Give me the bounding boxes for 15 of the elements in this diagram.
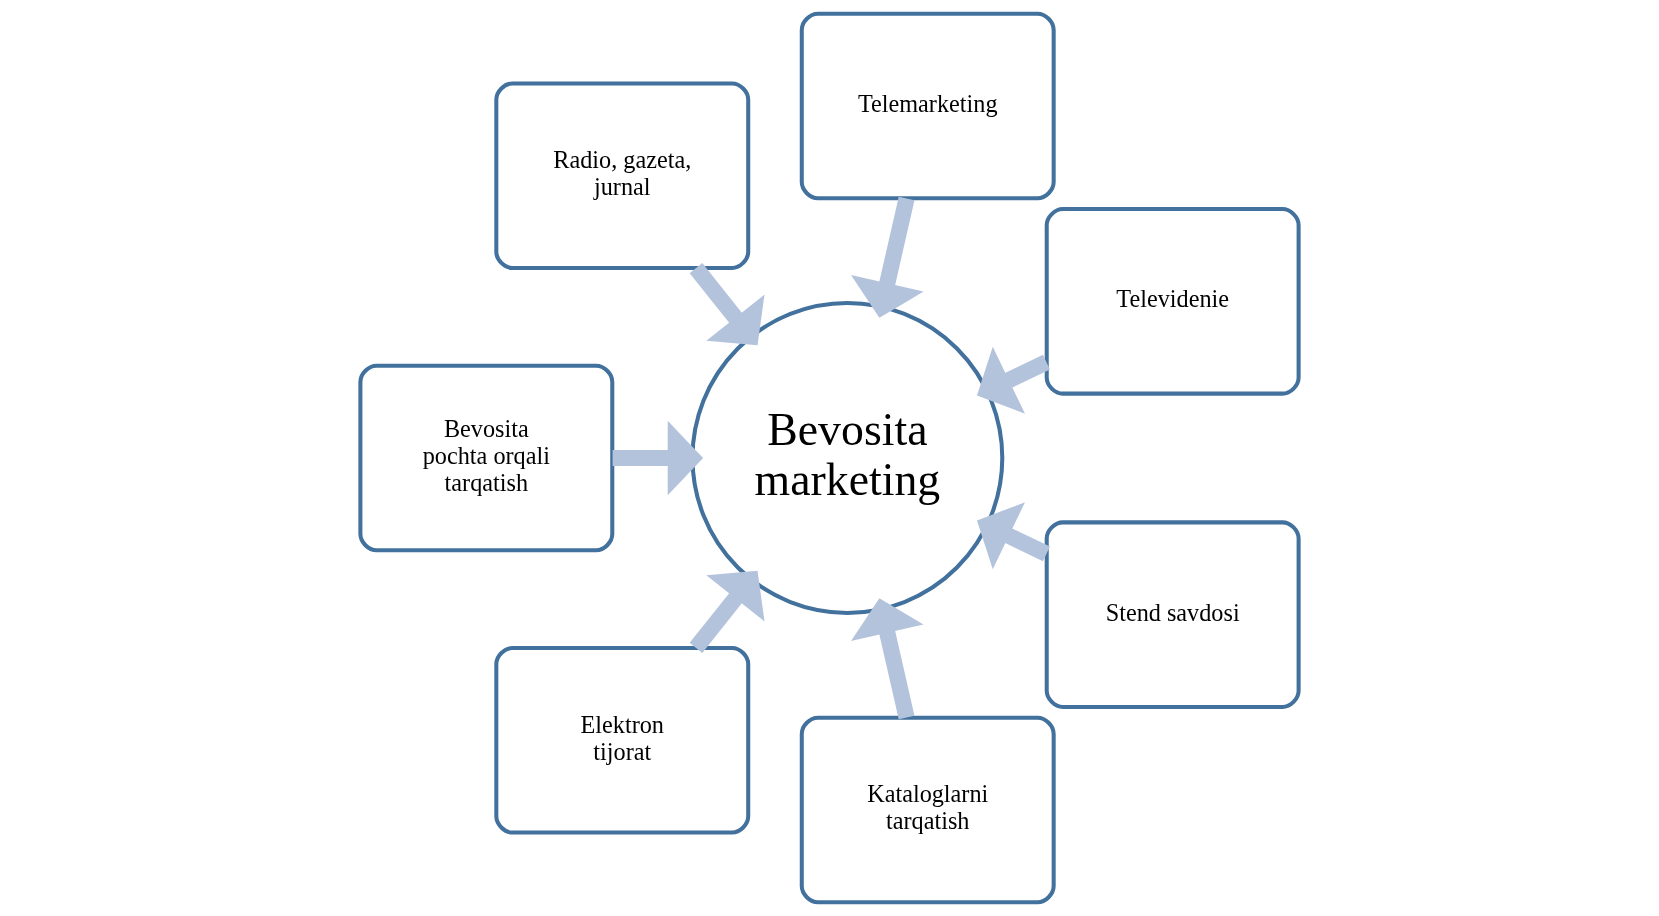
arrow bbox=[851, 598, 924, 720]
arrow bbox=[976, 502, 1050, 570]
node-circle: Bevosita marketing bbox=[690, 301, 1005, 615]
arrow bbox=[976, 346, 1050, 414]
node-box: Stend savdosi bbox=[1044, 520, 1301, 709]
arrow bbox=[689, 263, 765, 346]
node-box: Radio, gazeta, jurnal bbox=[494, 81, 751, 270]
arrow bbox=[689, 570, 765, 653]
node-box: Bevosita pochta orqali tarqatish bbox=[358, 363, 615, 553]
arrow bbox=[851, 196, 924, 318]
node-box: Kataloglarni tarqatish bbox=[799, 715, 1056, 905]
node-box: Elektron tijorat bbox=[494, 645, 751, 835]
node-box: Televidenie bbox=[1044, 207, 1301, 396]
node-box: Telemarketing bbox=[799, 11, 1056, 201]
arrow bbox=[612, 420, 704, 496]
